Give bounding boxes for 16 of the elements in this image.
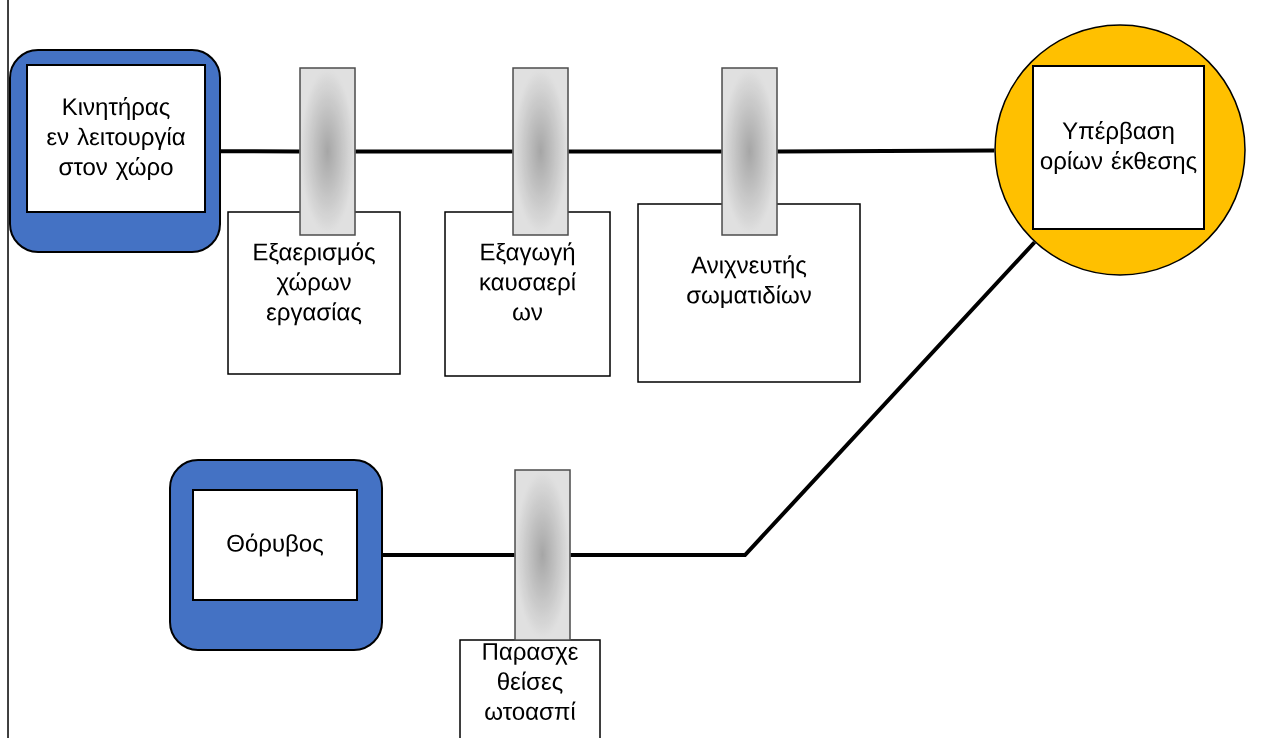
control-box: Εξαγωγή καυσαερί ων xyxy=(444,211,611,377)
hazard-box: Θόρυβος xyxy=(169,459,383,651)
connector-line xyxy=(568,149,722,154)
barrier-bar xyxy=(514,469,571,641)
barrier-bar xyxy=(512,67,569,236)
barrier-bar xyxy=(299,67,356,236)
control-box: Παρασχε θείσες ωτοασπί xyxy=(459,639,601,738)
connector-line xyxy=(221,149,300,154)
connector-line xyxy=(777,148,995,154)
hazard-box: Κινητήρας εν λειτουργία στον χώρο xyxy=(9,49,221,253)
control-box: Ανιχνευτής σωματιδίων xyxy=(637,203,861,383)
connector-line xyxy=(570,240,1037,557)
connector-line xyxy=(355,149,513,154)
connector-line xyxy=(383,553,515,557)
control-box: Εξαερισμός χώρων εργασίας xyxy=(227,211,401,375)
barrier-bar xyxy=(721,67,778,236)
